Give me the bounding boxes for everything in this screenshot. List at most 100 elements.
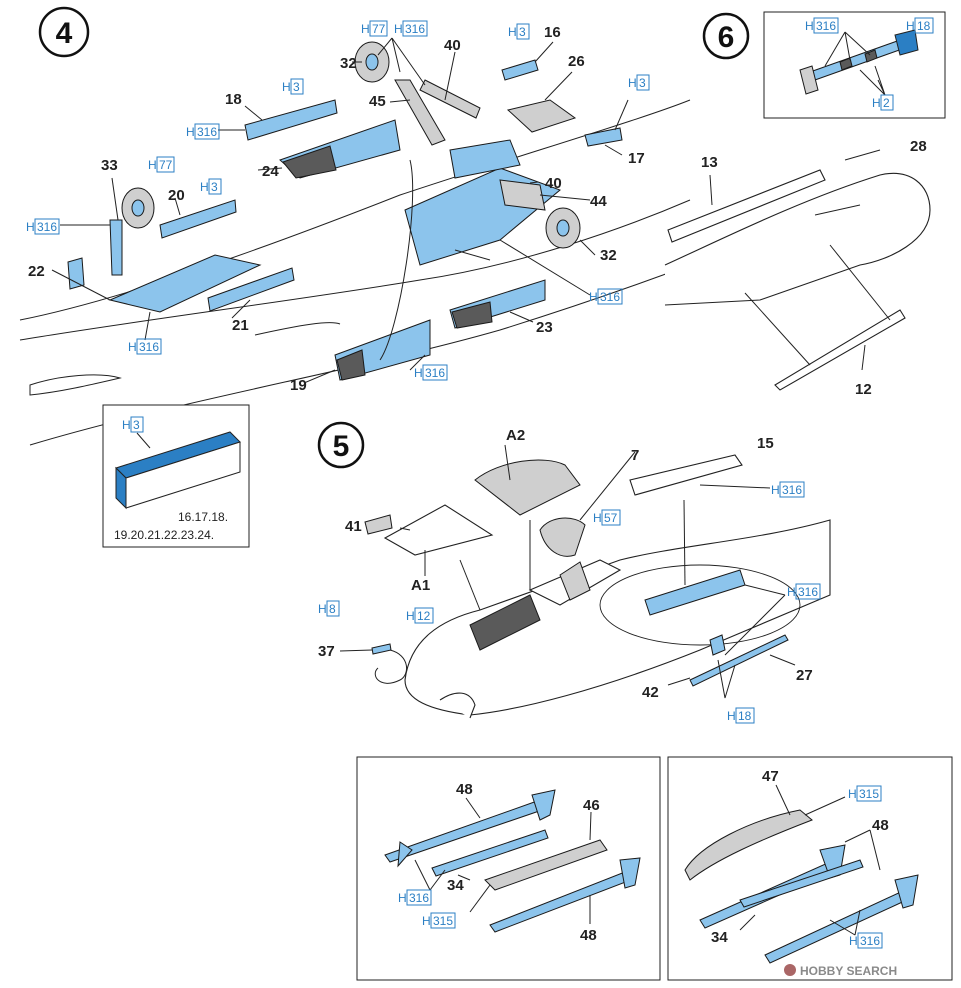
svg-text:3: 3: [133, 418, 140, 432]
label-12: 12: [855, 381, 872, 398]
svg-text:H: H: [628, 76, 637, 90]
step-5-number: 5: [333, 430, 350, 463]
label-21: 21: [232, 317, 249, 334]
part-7: [539, 517, 586, 557]
svg-text:316: 316: [37, 220, 57, 234]
svg-text:H: H: [872, 96, 881, 110]
svg-text:H: H: [406, 609, 415, 623]
part-26: [506, 99, 577, 133]
label-41: 41: [345, 518, 362, 535]
panel-detail: [254, 322, 341, 336]
svg-text:H: H: [414, 366, 423, 380]
svg-text:H: H: [849, 934, 858, 948]
cockpit-coaming: [469, 594, 541, 651]
label-44: 44: [590, 193, 607, 210]
part-40-upper: [419, 79, 481, 119]
label-37: 37: [318, 643, 335, 660]
svg-text:316: 316: [139, 340, 159, 354]
svg-text:77: 77: [159, 158, 173, 172]
part-18: [244, 99, 338, 141]
step-6-circle: [702, 12, 750, 60]
svg-text:316: 316: [798, 585, 818, 599]
svg-text:H: H: [508, 25, 517, 39]
svg-text:HOBBY SEARCH: HOBBY SEARCH: [800, 964, 897, 978]
svg-text:316: 316: [816, 19, 836, 33]
svg-text:316: 316: [860, 934, 880, 948]
label-a1: A1: [411, 577, 430, 594]
part-41: [364, 514, 393, 535]
svg-text:316: 316: [425, 366, 445, 380]
label-48c: 48: [872, 817, 889, 834]
part-17: [584, 127, 623, 147]
svg-text:18: 18: [917, 19, 931, 33]
part-33-strut: [109, 219, 123, 276]
svg-text:3: 3: [293, 80, 300, 94]
part-12: [774, 309, 906, 391]
svg-text:H: H: [906, 19, 915, 33]
label-32a: 32: [340, 55, 357, 72]
part-42: [709, 634, 726, 656]
part-20: [159, 199, 237, 239]
label-34a: 34: [447, 877, 464, 894]
svg-text:H: H: [128, 340, 137, 354]
label-28: 28: [910, 138, 927, 155]
step-5-section: 5 A2 7 15 41 A1 37 42: [317, 421, 831, 724]
svg-text:H: H: [282, 80, 291, 94]
label-46: 46: [583, 797, 600, 814]
label-23: 23: [536, 319, 553, 336]
label-15: 15: [757, 435, 774, 452]
svg-text:315: 315: [433, 914, 453, 928]
step-5-fuselage: [404, 519, 831, 716]
svg-text:3: 3: [211, 180, 218, 194]
main-wheel-upper-hub: [365, 53, 379, 71]
svg-text:12: 12: [417, 609, 431, 623]
svg-text:H: H: [787, 585, 796, 599]
svg-text:77: 77: [372, 22, 386, 36]
svg-text:H: H: [805, 19, 814, 33]
svg-text:H: H: [771, 483, 780, 497]
part-a2: [474, 459, 581, 516]
intake-detail: [29, 374, 122, 396]
label-32b: 32: [600, 247, 617, 264]
label-47: 47: [762, 768, 779, 785]
part-24-grid: [282, 145, 337, 179]
svg-text:H: H: [361, 22, 370, 36]
svg-text:H: H: [848, 787, 857, 801]
pylon-34: [431, 829, 549, 877]
label-20: 20: [168, 187, 185, 204]
part-40-lower: [499, 179, 546, 211]
svg-text:H: H: [589, 290, 598, 304]
label-24: 24: [262, 163, 279, 180]
label-27: 27: [796, 667, 813, 684]
watermark-logo: [784, 964, 796, 976]
step-5-circle: [317, 421, 365, 469]
label-17: 17: [628, 150, 645, 167]
label-45: 45: [369, 93, 386, 110]
label-a2: A2: [506, 427, 525, 444]
seat: [559, 561, 591, 601]
svg-text:3: 3: [639, 76, 646, 90]
part-a1: [383, 504, 494, 556]
step-4-circle: [38, 6, 90, 58]
